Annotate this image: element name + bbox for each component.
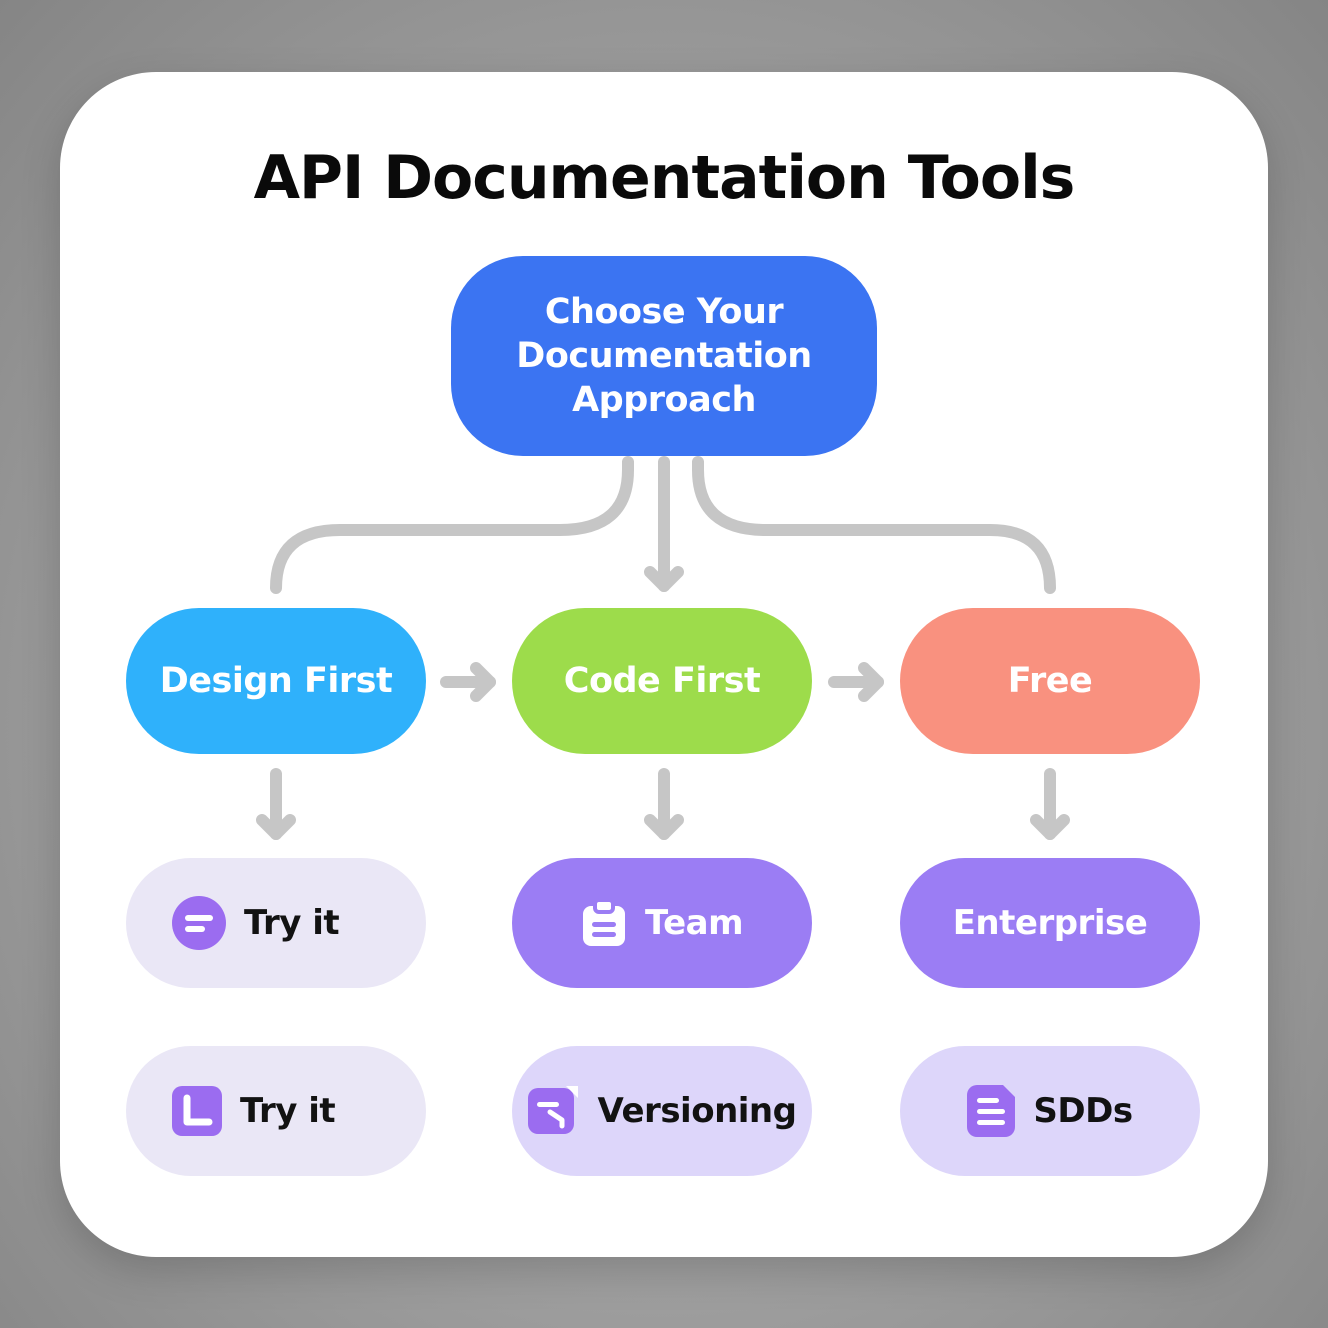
- corner-square-icon: [172, 1086, 222, 1136]
- approach-label: Code First: [563, 661, 761, 701]
- root-line-1: Choose Your: [544, 292, 784, 332]
- arrowhead-code-to-free: [858, 662, 884, 702]
- tool-versioning: Versioning: [512, 1046, 812, 1176]
- tool-label: Enterprise: [952, 903, 1148, 943]
- tool-team: Team: [512, 858, 812, 988]
- diagram-title: API Documentation Tools: [253, 143, 1076, 213]
- tool-label: Try it: [244, 903, 340, 943]
- connector-root-to-free: [692, 456, 1056, 594]
- tool-label: Team: [644, 903, 744, 943]
- approach-code-first: Code First: [512, 608, 812, 754]
- clipboard-icon: [581, 898, 627, 948]
- root-line-3: Approach: [572, 380, 756, 420]
- tool-label: Versioning: [597, 1091, 797, 1131]
- tool-try-it-design-secondary: Try it: [126, 1046, 426, 1176]
- message-circle-icon: [172, 896, 226, 950]
- root-node-choose-approach: Choose Your Documentation Approach: [451, 256, 877, 456]
- document-list-icon: [967, 1085, 1016, 1137]
- approach-design-first: Design First: [126, 608, 426, 754]
- tool-label: Try it: [240, 1091, 336, 1131]
- approach-free: Free: [900, 608, 1200, 754]
- root-line-2: Documentation: [516, 336, 812, 376]
- arrowhead-code-down: [644, 814, 684, 840]
- tool-label: SDDs: [1033, 1091, 1133, 1131]
- approach-label: Design First: [159, 661, 393, 701]
- arrowhead-free-down: [1030, 814, 1070, 840]
- edit-document-icon: [527, 1086, 580, 1136]
- arrowhead-code-first: [644, 566, 684, 592]
- arrowhead-design-down: [256, 814, 296, 840]
- approach-label: Free: [1007, 661, 1093, 701]
- arrowhead-design-to-code: [470, 662, 496, 702]
- tool-try-it-design: Try it: [126, 858, 426, 988]
- tool-sdds: SDDs: [900, 1046, 1200, 1176]
- connector-root-to-design-first: [270, 456, 634, 594]
- tool-enterprise: Enterprise: [900, 858, 1200, 988]
